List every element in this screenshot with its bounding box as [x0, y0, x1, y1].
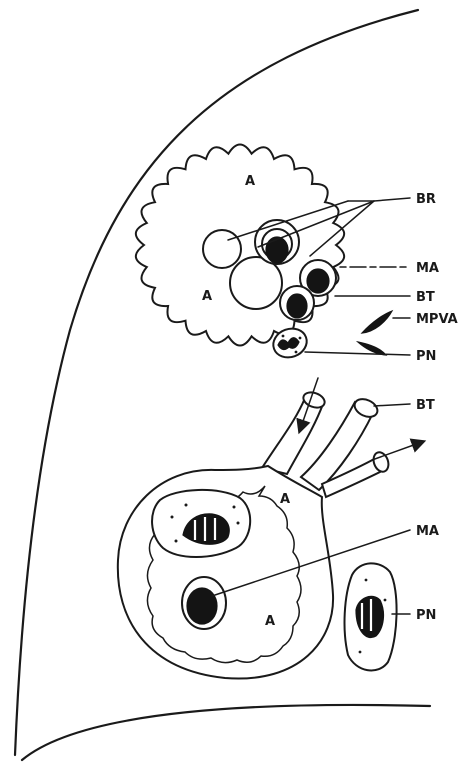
- mpva-cell-1: [362, 311, 392, 333]
- region-a-2: A: [202, 289, 212, 304]
- label-pn-top: PN: [416, 349, 436, 364]
- region-a-4: A: [265, 614, 275, 629]
- bronchiole-lumen-1: [203, 230, 241, 268]
- label-pn-bottom: PN: [416, 608, 436, 623]
- macrophage-bottom-2: [182, 577, 226, 629]
- pn-top-leader: [305, 352, 410, 355]
- pulmonary-neuroendocrine-cell-bottom: [345, 563, 397, 670]
- label-ma-bottom: MA: [416, 524, 439, 539]
- label-mpva: MPVA: [416, 312, 458, 327]
- br-leader: [374, 198, 410, 201]
- flow-arrow-out: [372, 442, 422, 460]
- label-bt-top: BT: [416, 290, 435, 305]
- label-bt-bottom: BT: [416, 398, 435, 413]
- region-a-3: A: [280, 492, 290, 507]
- macrophage-top-3: [280, 286, 314, 320]
- bt-bottom-leader: [374, 404, 410, 406]
- region-a-1: A: [245, 174, 255, 189]
- bottom-pleural-outline: [22, 705, 430, 760]
- label-ma-top: MA: [416, 261, 439, 276]
- label-br: BR: [416, 192, 436, 207]
- macrophage-top-1: [255, 220, 299, 264]
